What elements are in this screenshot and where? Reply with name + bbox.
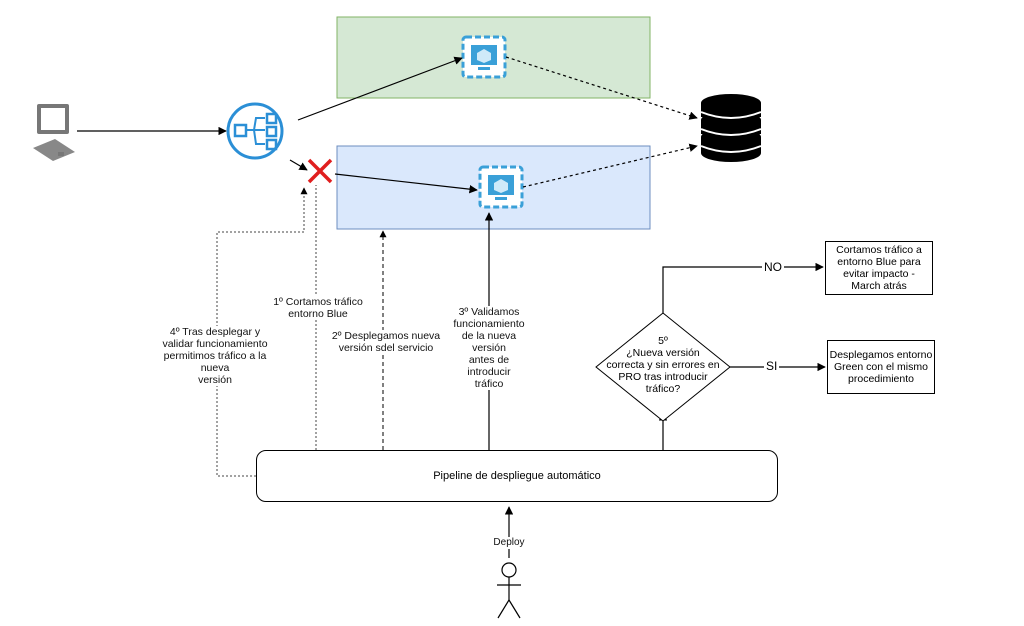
step2-label: 2º Desplegamos nueva versión sdel servic…: [331, 330, 441, 354]
virtual-machine-icon: [461, 35, 507, 79]
lb-to-green-arrow: [297, 56, 463, 121]
actor-figure: [497, 506, 521, 619]
pipeline-box: Pipeline de despliegue automático: [256, 450, 778, 502]
database-icon: [700, 94, 762, 162]
virtual-machine-icon: [478, 165, 524, 209]
no-branch-label: NO: [762, 260, 784, 274]
decision-text: 5º ¿Nueva versión correcta y sin errores…: [606, 335, 720, 395]
step4-connector: [216, 187, 308, 477]
red-cross-icon: [307, 158, 333, 184]
no-branch-arrow: [662, 262, 824, 313]
step3-label: 3º Validamos funcionamiento de la nueva …: [446, 306, 532, 390]
pipeline-label: Pipeline de despliegue automático: [433, 470, 601, 482]
yes-branch-label: SI: [764, 359, 780, 373]
step1-label: 1º Cortamos tráfico entorno Blue: [268, 296, 368, 320]
step4-label: 4º Tras desplegar y validar funcionamien…: [150, 326, 280, 386]
decision-diamond: [595, 312, 731, 422]
desktop-computer-icon: [33, 104, 75, 161]
actor-label: Deploy: [492, 537, 526, 549]
load-balancer-icon: [226, 102, 284, 160]
cross-to-blue-vm-arrow: [334, 173, 478, 194]
lb-to-cross-arrow: [289, 159, 308, 171]
no-outcome-box: Cortamos tráfico a entorno Blue para evi…: [825, 241, 933, 295]
yes-outcome-box: Desplegamos entorno Green con el mismo p…: [827, 340, 935, 394]
